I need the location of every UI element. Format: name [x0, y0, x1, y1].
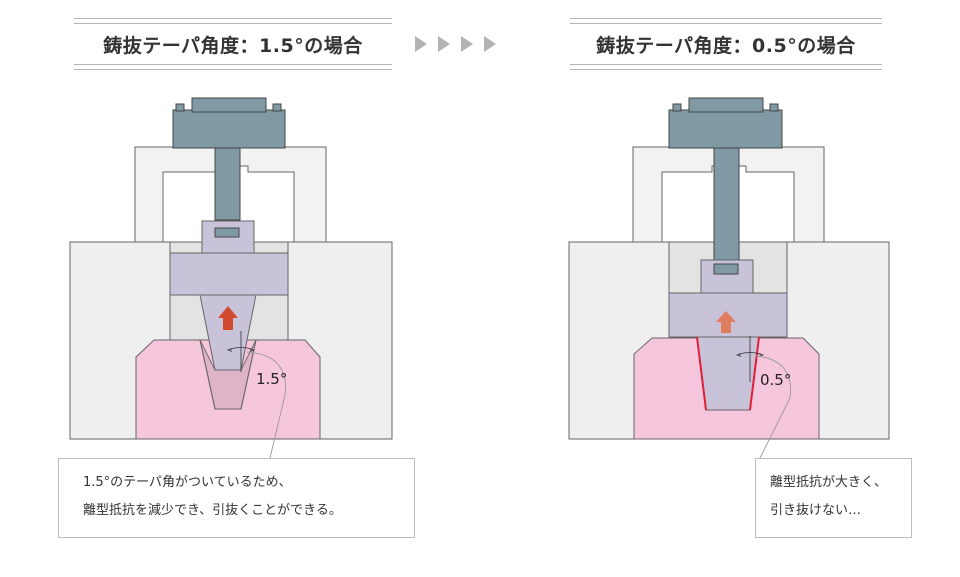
transition-arrows [415, 36, 496, 52]
arrow-right-icon [438, 36, 450, 52]
title-rule-bottom [74, 64, 392, 70]
cylinder-bolt-left [272, 103, 282, 112]
callout-line: 離型抵抗を減少でき、引抜くことができる。 [83, 503, 342, 518]
frame-left [134, 146, 327, 243]
arrow-right-icon [461, 36, 473, 52]
rod-tip-right [713, 263, 739, 275]
callout-line: 離型抵抗が大きく、 [770, 475, 888, 490]
cylinder-bolt-right [672, 103, 682, 112]
core-body-left [169, 252, 289, 296]
cylinder-rod-left [214, 147, 241, 221]
arrow-up-icon-left [218, 306, 238, 330]
title-text-left: 鋳抜テーパ角度：1.5°の場合 [103, 35, 363, 57]
title-rule-top [570, 18, 882, 24]
cylinder-bolt-left [175, 103, 185, 112]
angle-label-right: 0.5° [760, 371, 792, 389]
callout-line: 1.5°のテーパ角がついているため、 [83, 475, 292, 490]
title-rule-bottom [570, 64, 882, 70]
leader-line-left [246, 351, 286, 459]
contact-line-right [749, 336, 760, 411]
frame-right [632, 146, 825, 243]
arrow-up-icon-right [716, 311, 736, 333]
cylinder-rod-right [713, 147, 740, 261]
arrow-right-icon [484, 36, 496, 52]
cylinder-head-left [172, 109, 286, 149]
diagram-left [69, 97, 393, 459]
arrow-right-icon [415, 36, 427, 52]
rod-tip-left [214, 227, 240, 238]
callout-left: 1.5°のテーパ角がついているため、 離型抵抗を減少でき、引抜くことができる。 [58, 458, 415, 538]
cylinder-cap-left [191, 97, 267, 113]
cylinder-head-right [668, 109, 783, 149]
title-right: 鋳抜テーパ角度：0.5°の場合 [570, 18, 882, 70]
callout-line: 引き抜けない… [770, 503, 862, 518]
callout-right: 離型抵抗が大きく、 引き抜けない… [755, 458, 912, 538]
cylinder-bolt-right [769, 103, 779, 112]
contact-line-right [696, 336, 707, 411]
title-left: 鋳抜テーパ角度：1.5°の場合 [74, 18, 392, 70]
leader-line-right [755, 355, 792, 459]
angle-label-left: 1.5° [256, 370, 288, 388]
title-rule-top [74, 18, 392, 24]
diagram-right [568, 97, 890, 459]
cylinder-cap-right [688, 97, 764, 113]
title-text-right: 鋳抜テーパ角度：0.5°の場合 [596, 35, 856, 57]
